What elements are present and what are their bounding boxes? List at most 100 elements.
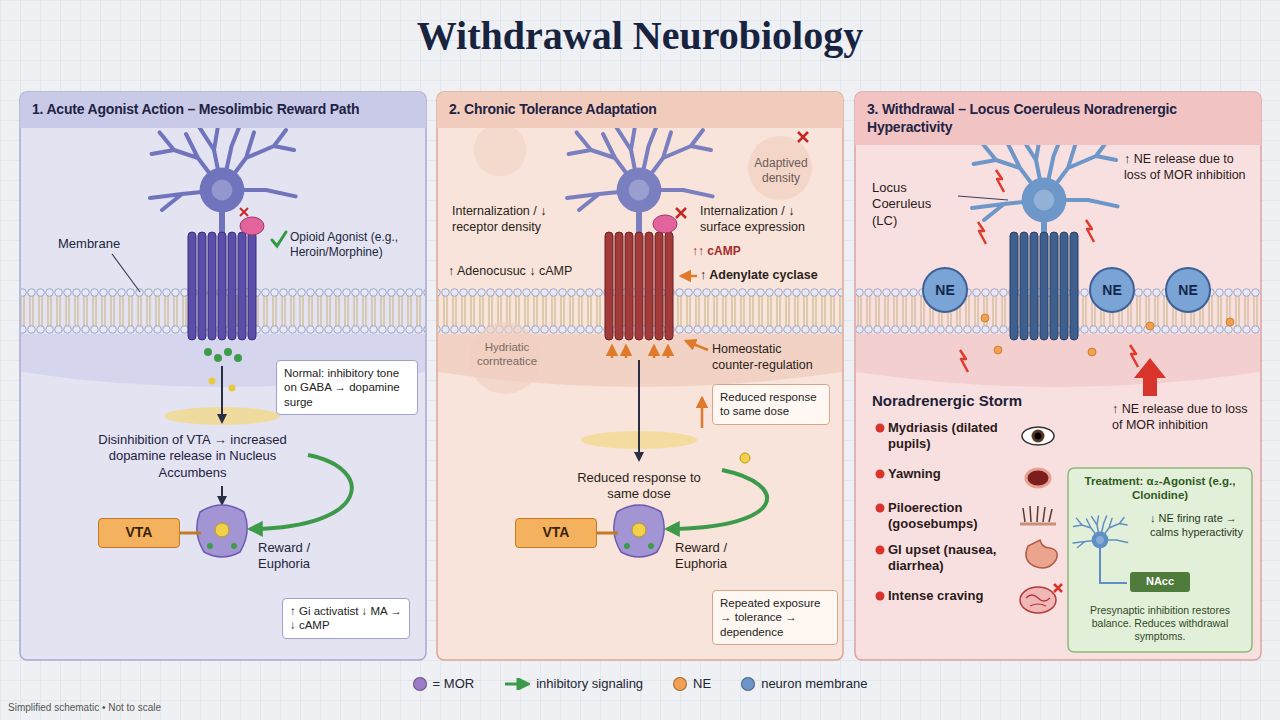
legend-text: = MOR xyxy=(433,676,475,691)
opioid-ligand xyxy=(272,232,286,246)
receptor-mor xyxy=(1030,232,1038,340)
receptor-mor xyxy=(605,232,673,340)
annotation-label: Piloerection (goosebumps) xyxy=(888,500,1010,533)
upregulation-arrow xyxy=(740,453,750,463)
receptor-mor xyxy=(188,232,256,340)
treatment-panel xyxy=(1100,548,1127,583)
panel-header: 1. Acute Agonist Action – Mesolimbic Rew… xyxy=(20,92,426,128)
neuron-illustration xyxy=(219,210,225,234)
axon-terminal xyxy=(197,505,247,557)
lightning-bolt xyxy=(996,170,1004,192)
vta-box: VTA xyxy=(515,518,597,548)
receptor-mor xyxy=(1020,232,1028,340)
receptor-mor xyxy=(665,232,673,340)
symptom-bullet xyxy=(876,546,885,555)
caption: Simplified schematic • Not to scale xyxy=(8,702,161,713)
axon-terminal xyxy=(614,505,664,557)
annotation-label: Membrane xyxy=(58,236,138,252)
upregulation-arrow xyxy=(667,346,670,358)
lightning-bolt xyxy=(1130,345,1138,367)
axon-terminal xyxy=(624,543,630,549)
legend-item: inhibitory signaling xyxy=(504,676,643,691)
annotation-label: Internalization / ↓ receptor density xyxy=(452,204,580,235)
treatment-title: Treatment: α₂-Agonist (e.g., Clonidine) xyxy=(1076,474,1244,503)
symptom-icon xyxy=(1026,595,1050,606)
annotation-label: Reduced response to same dose xyxy=(574,470,704,503)
faded-receptor xyxy=(798,132,808,142)
ne-release-dots xyxy=(1226,318,1234,326)
receptor-mor xyxy=(635,232,643,340)
g-protein-dots xyxy=(224,348,232,356)
note-box: Reduced response to same dose xyxy=(712,384,830,425)
ne-label: NE xyxy=(1178,282,1197,298)
legend-arrow-sample xyxy=(505,679,528,689)
annotation-label: Mydriasis (dilated pupils) xyxy=(888,420,1010,453)
legend: = MOR inhibitory signaling NE neuron membra… xyxy=(0,676,1280,691)
symptom-icon xyxy=(1035,433,1042,440)
signal-arrow xyxy=(638,360,640,460)
ne-release-dots xyxy=(981,314,1234,356)
symptom-icon xyxy=(1026,540,1057,568)
opioid-ligand xyxy=(676,208,686,218)
annotation-label: Locus Coeruleus (LC) xyxy=(872,180,954,229)
ne-increase-arrow xyxy=(1134,358,1166,396)
annotation-label: Adaptived density xyxy=(745,156,817,186)
treatment-box: Treatment: α₂-Agonist (e.g., Clonidine)↓… xyxy=(1068,468,1252,652)
treatment-panel xyxy=(1068,468,1252,652)
panel-backgrounds xyxy=(855,92,1261,660)
annotation-label: ↑ Adenylate cyclase xyxy=(700,268,838,284)
legend-item: = MOR xyxy=(413,676,475,691)
annotation-label: Yawning xyxy=(888,466,1010,482)
ne-circle: NE xyxy=(1089,267,1135,313)
upregulation-arrow xyxy=(686,341,708,350)
panel-header: 3. Withdrawal – Locus Coeruleus Noradren… xyxy=(855,92,1261,145)
receptor-mor xyxy=(188,232,196,340)
panel-backgrounds xyxy=(20,92,426,660)
ne-release-dots xyxy=(994,346,1002,354)
annotation-label: Reward / Euphoria xyxy=(258,540,330,573)
legend-text: NE xyxy=(693,676,711,691)
symptom-icon xyxy=(1020,427,1062,613)
legend-text: neuron membrane xyxy=(761,676,867,691)
receptor-mor xyxy=(655,232,663,340)
annotation-label: Intense craving xyxy=(888,588,1010,604)
opioid-ligand xyxy=(240,208,248,216)
box-text: Normal: inhibitory tone on GABA → dopami… xyxy=(284,366,410,409)
symptom-bullet xyxy=(876,504,885,513)
note-box: Repeated exposure → tolerance → dependen… xyxy=(712,590,838,645)
legend-swatch xyxy=(673,677,687,691)
symptom-icon xyxy=(1020,587,1056,613)
g-protein-dots xyxy=(234,354,242,362)
axon-terminal xyxy=(648,543,654,549)
receptor-mor xyxy=(238,232,246,340)
note-box: ↑ Gi activatist ↓ MA → ↓ cAMP xyxy=(282,598,410,639)
symptom-icon xyxy=(1054,584,1062,592)
upregulation-arrow xyxy=(681,275,697,278)
receptor-mor xyxy=(1010,232,1018,340)
annotation-label: Noradrenergic Storm xyxy=(872,392,1047,411)
box-text: Repeated exposure → tolerance → dependen… xyxy=(720,596,830,639)
ne-release-dots xyxy=(1088,348,1096,356)
legend-item: NE xyxy=(673,676,711,691)
nacc-label: NAcc xyxy=(1130,575,1190,589)
axon-terminal xyxy=(231,543,237,549)
ne-label: NE xyxy=(1102,282,1121,298)
receptor-mor xyxy=(1060,232,1068,340)
g-protein-dots xyxy=(229,385,236,392)
legend-text: inhibitory signaling xyxy=(536,676,643,691)
receptor-mor xyxy=(248,232,256,340)
signal-arrow xyxy=(221,366,223,422)
upregulation-arrow xyxy=(653,346,656,358)
lightning-bolt xyxy=(1086,220,1094,242)
receptor-mor xyxy=(208,232,216,340)
annotation-label: ↑ Adenocusuc ↓ cAMP xyxy=(448,264,598,280)
symptom-icon xyxy=(1020,523,1056,526)
lightning-bolt xyxy=(960,170,1138,372)
receptor-mor xyxy=(605,232,613,340)
annotation-label: Reward / Euphoria xyxy=(675,540,747,573)
axon-terminal xyxy=(632,523,646,537)
neuron-illustration xyxy=(636,210,642,234)
treatment-panel xyxy=(1073,516,1128,548)
annotation-label: Hydriatic corntreatice xyxy=(462,340,552,369)
symptom-icon xyxy=(1022,427,1054,445)
